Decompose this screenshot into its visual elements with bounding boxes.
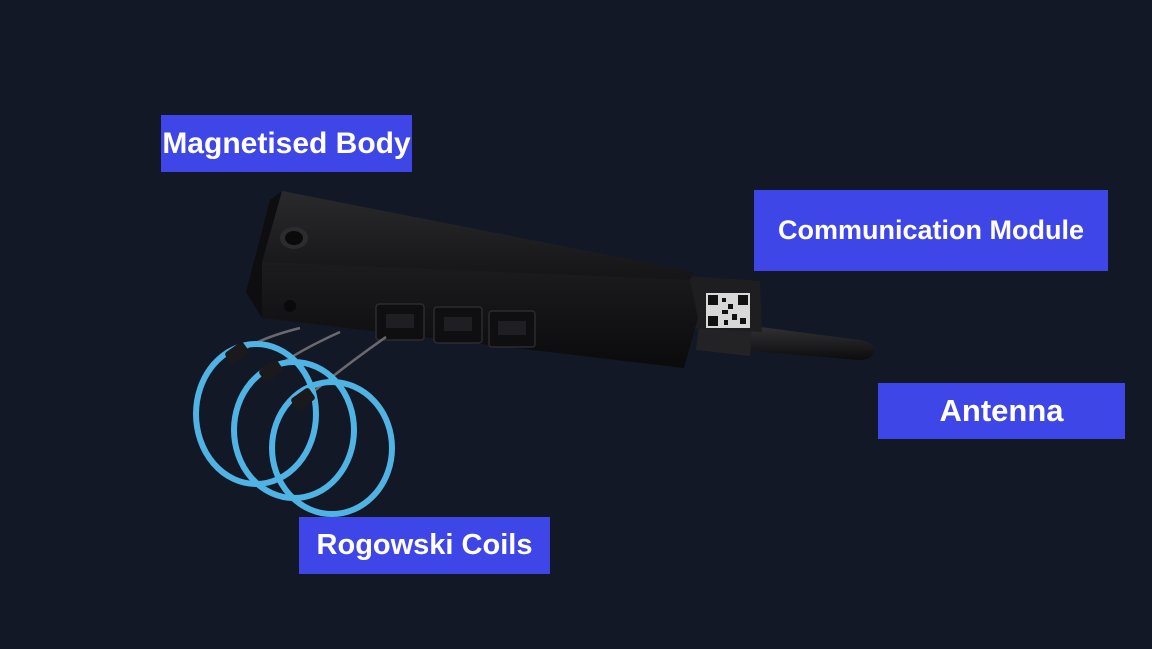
rogowski-coils-label: Rogowski Coils [299,517,550,574]
coil-clasps [225,342,315,410]
magnetised-body-part [246,191,698,368]
rogowski-coils-part [193,341,395,517]
communication-module-label: Communication Module [754,190,1108,271]
communication-module-part [688,276,762,332]
magnetised-body-label: Magnetised Body [161,115,412,172]
antenna-label: Antenna [878,383,1125,439]
